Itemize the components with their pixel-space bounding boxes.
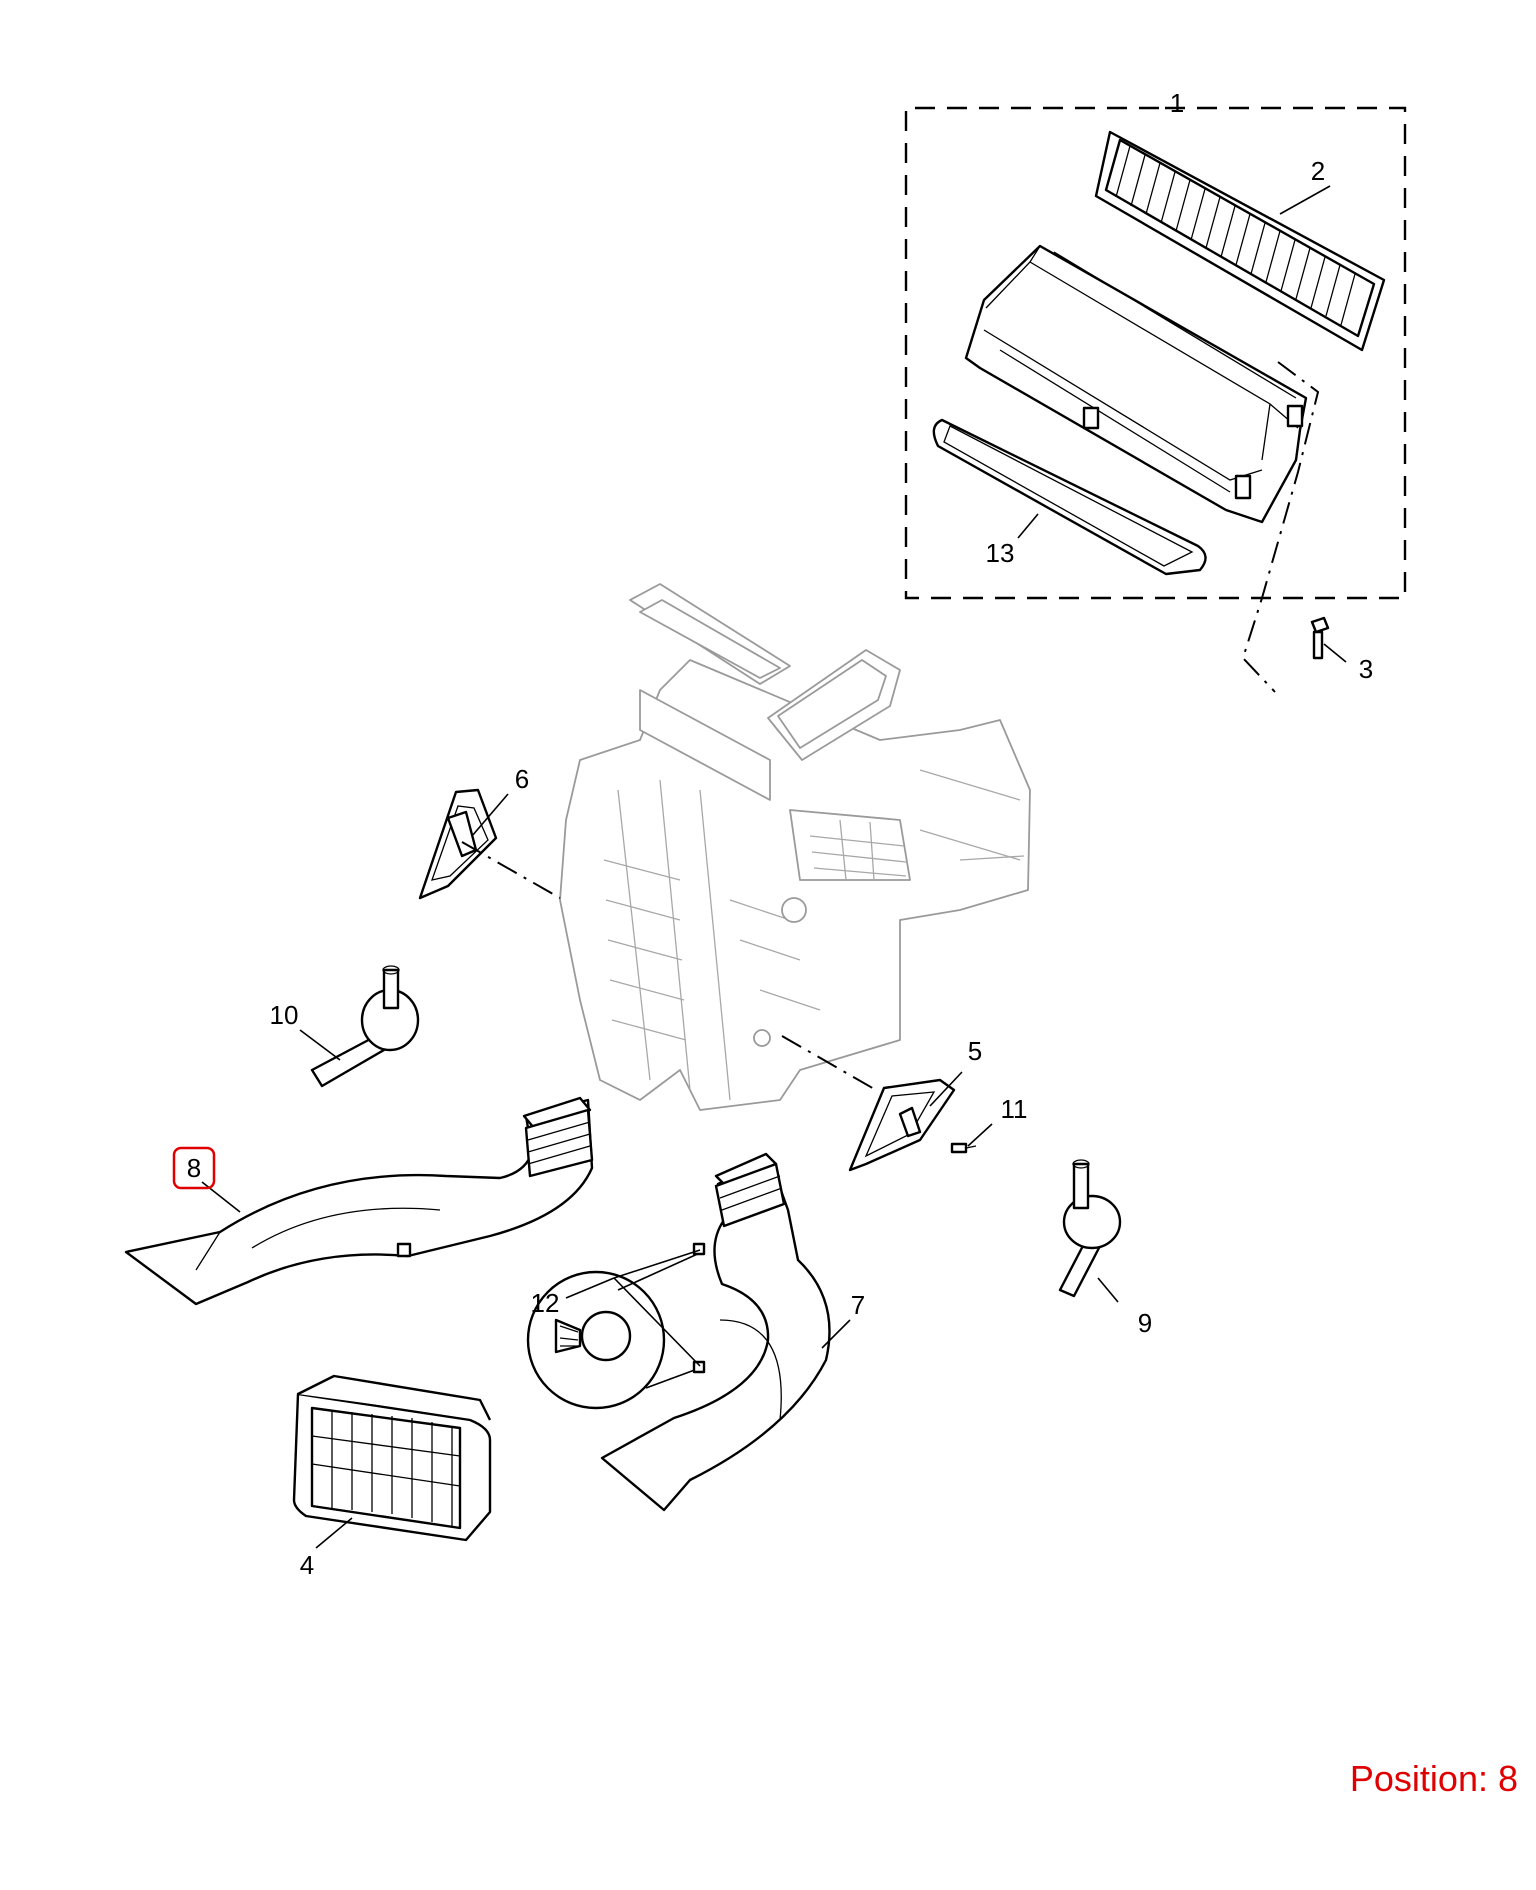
callouts: 1 2 3 4 5 6 7 8 9 10 11 12 13	[187, 88, 1373, 1580]
drain-hose-left	[310, 965, 420, 1088]
leader-lines	[201, 185, 1347, 1549]
callout-5: 5	[968, 1036, 982, 1066]
floor-duct-right	[600, 1152, 831, 1512]
callout-12: 12	[531, 1288, 560, 1318]
leader-5-dash	[781, 1035, 877, 1091]
callout-7: 7	[851, 1290, 865, 1320]
hvac-housing	[559, 583, 1031, 1111]
cabin-filter	[1094, 130, 1386, 352]
floor-duct-left	[124, 1096, 594, 1306]
position-label: Position: 8	[1349, 1758, 1518, 1799]
callout-1: 1	[1170, 88, 1184, 118]
callout-8: 8	[187, 1153, 201, 1183]
vent-bracket-right	[848, 1078, 956, 1172]
clip-detail	[526, 1242, 706, 1410]
callout-4: 4	[300, 1550, 314, 1580]
callout-10: 10	[270, 1000, 299, 1030]
callout-13: 13	[986, 538, 1015, 568]
leader-6-dash	[461, 841, 561, 899]
callout-9: 9	[1138, 1308, 1152, 1338]
callout-3: 3	[1359, 654, 1373, 684]
callout-6: 6	[515, 764, 529, 794]
callout-8-highlight	[172, 1146, 216, 1190]
filter-housing	[964, 244, 1308, 524]
drain-hose-right	[1058, 1159, 1122, 1298]
vent-grille	[292, 1374, 492, 1542]
vent-bracket-left	[418, 788, 498, 900]
filter-seal	[932, 418, 1207, 576]
screw-small	[950, 1142, 977, 1154]
callout-2: 2	[1311, 156, 1325, 186]
callout-11: 11	[1001, 1094, 1028, 1124]
screw	[1310, 616, 1330, 660]
filter-assembly-boundary	[904, 106, 1407, 693]
